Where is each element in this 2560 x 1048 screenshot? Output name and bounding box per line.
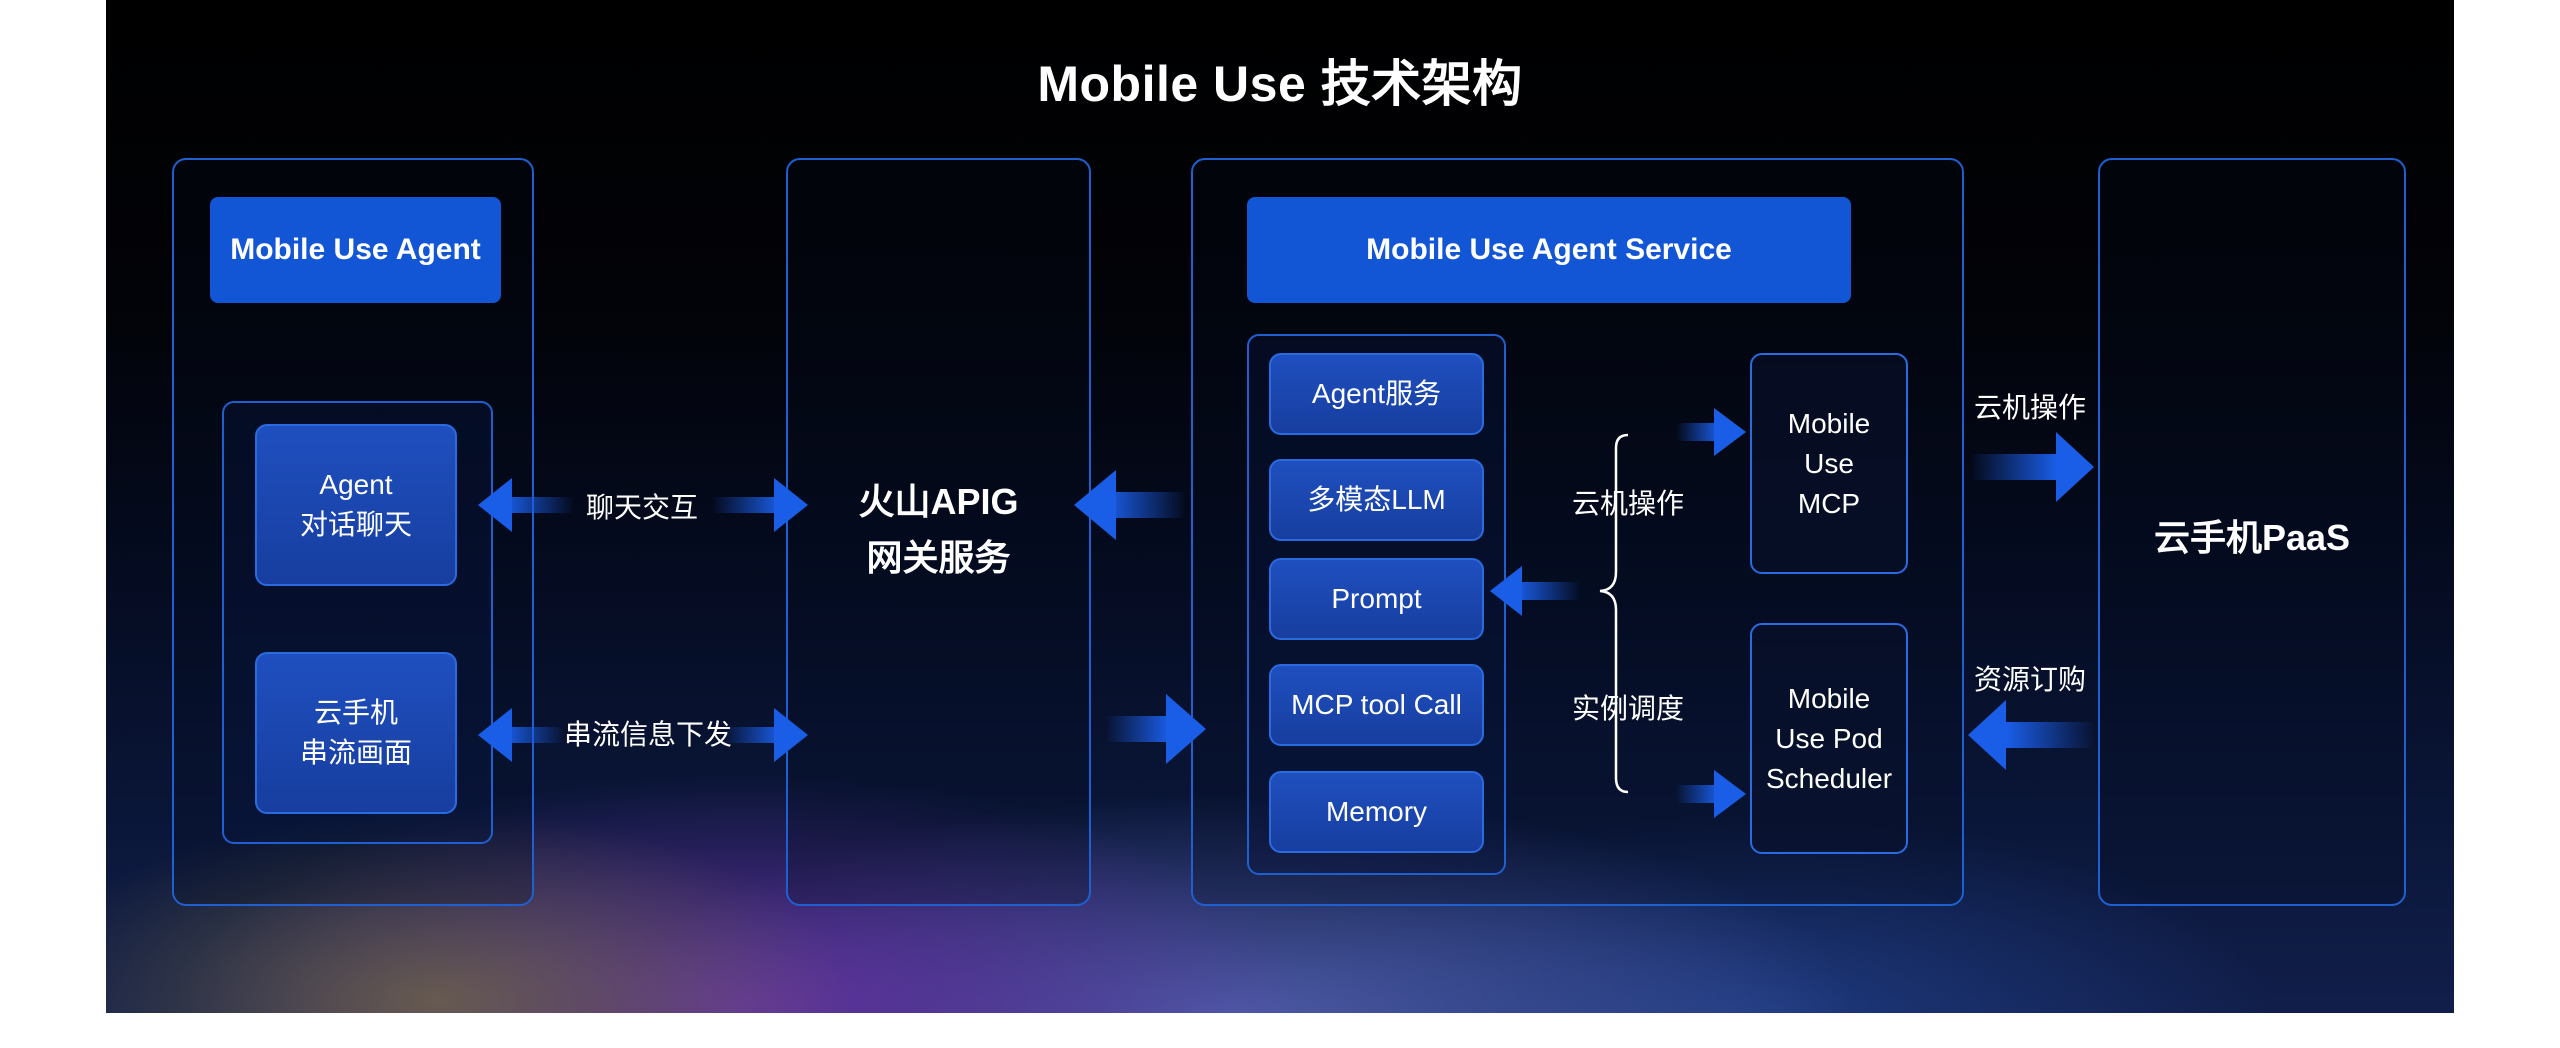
agent-chat-line1: Agent xyxy=(319,469,393,500)
agent-chat-box: Agent 对话聊天 xyxy=(255,424,457,586)
scheduler-line3: Scheduler xyxy=(1765,762,1893,794)
gateway-panel xyxy=(786,158,1091,906)
gateway-line2: 网关服务 xyxy=(866,537,1011,578)
module-mcp-tool-call: MCP tool Call xyxy=(1269,664,1484,746)
module-multimodal-llm-label: 多模态LLM xyxy=(1307,484,1446,515)
diagram-canvas: Mobile Use 技术架构 Mobile Use Agent Agent 对… xyxy=(106,0,2454,1013)
service-header: Mobile Use Agent Service xyxy=(1247,197,1851,303)
brace-to-mcp-arrow xyxy=(1676,408,1746,456)
module-agent-service-label: Agent服务 xyxy=(1311,378,1442,409)
mcp-line3: MCP xyxy=(1797,487,1861,519)
gateway-line1: 火山APIG xyxy=(858,481,1019,522)
scheduler-line1: Mobile xyxy=(1787,682,1871,714)
module-mcp-tool-call-label: MCP tool Call xyxy=(1291,689,1462,720)
agent-stream-line2: 串流画面 xyxy=(299,737,412,768)
module-prompt: Prompt xyxy=(1269,558,1484,640)
page-title: Mobile Use 技术架构 xyxy=(1037,56,1523,112)
paas-label: 云手机PaaS xyxy=(2153,517,2351,558)
service-to-gateway-arrow xyxy=(1074,470,1186,540)
gateway-label: 火山APIG 网关服务 xyxy=(786,470,1091,590)
brace-to-scheduler-arrow xyxy=(1676,770,1746,818)
label-cloud-op: 云机操作 xyxy=(1974,392,2087,423)
scheduler-line2: Use Pod xyxy=(1775,722,1883,754)
connection-arrows xyxy=(478,408,2094,818)
chat-arrow xyxy=(478,478,808,532)
agent-stream-line1: 云手机 xyxy=(313,697,398,728)
agent-chat-line2: 对话聊天 xyxy=(299,509,412,540)
paas-panel xyxy=(2098,158,2406,906)
module-memory-label: Memory xyxy=(1325,796,1428,827)
agent-header: Mobile Use Agent xyxy=(210,197,501,303)
brace-to-prompt-arrow xyxy=(1490,566,1580,616)
module-prompt-label: Prompt xyxy=(1331,583,1422,614)
module-multimodal-llm: 多模态LLM xyxy=(1269,459,1484,541)
mcp-line2: Use xyxy=(1804,447,1854,479)
service-to-paas-arrow xyxy=(1970,432,2094,502)
branch-label-scheduling: 实例调度 xyxy=(1572,693,1685,724)
mcp-line1: Mobile xyxy=(1787,407,1871,439)
agent-stream-box: 云手机 串流画面 xyxy=(255,652,457,814)
pod-scheduler-box: Mobile Use Pod Scheduler xyxy=(1750,623,1908,854)
label-chat: 聊天交互 xyxy=(586,492,699,523)
module-agent-service: Agent服务 xyxy=(1269,353,1484,435)
gateway-to-service-arrow xyxy=(1106,694,1206,764)
branch-label-cloud-op: 云机操作 xyxy=(1572,488,1685,519)
branch-brace xyxy=(1599,433,1629,794)
label-stream: 串流信息下发 xyxy=(564,719,733,750)
mobile-use-mcp-box: Mobile Use MCP xyxy=(1750,353,1908,574)
label-resource: 资源订购 xyxy=(1974,664,2087,695)
paas-to-service-arrow xyxy=(1968,700,2094,770)
stream-arrow xyxy=(478,708,808,762)
module-memory: Memory xyxy=(1269,771,1484,853)
